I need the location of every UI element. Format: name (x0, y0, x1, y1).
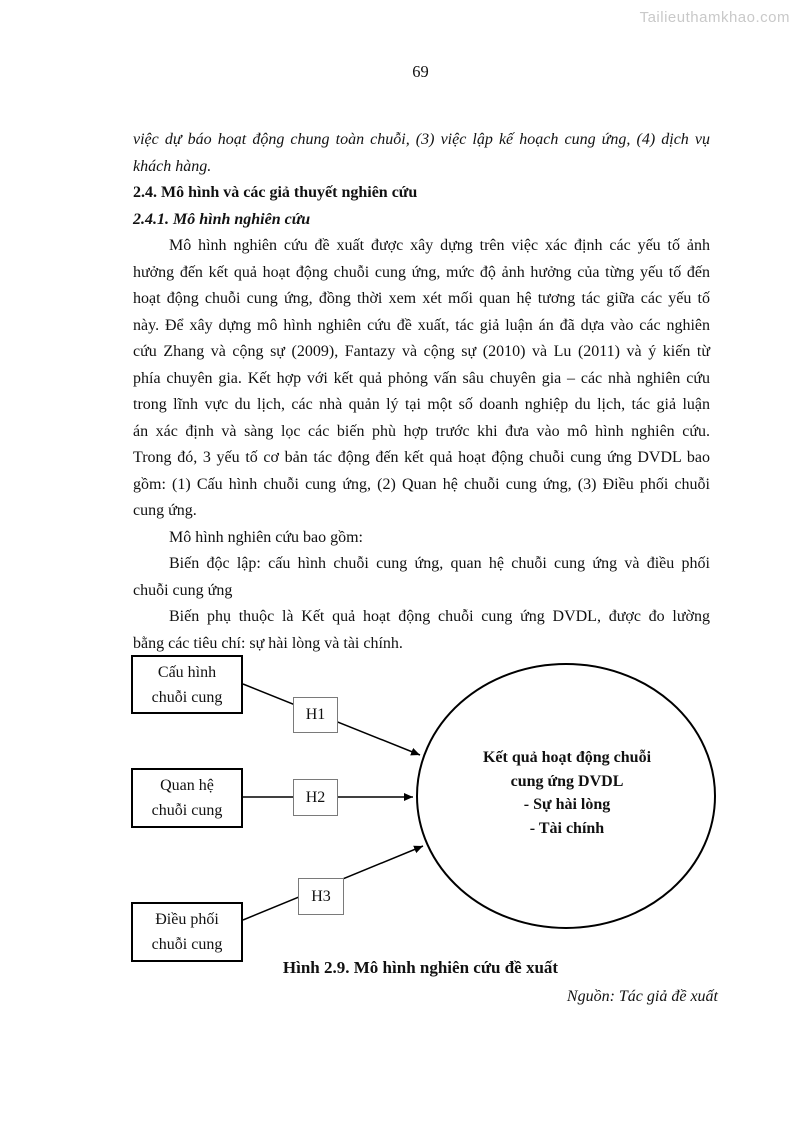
figure-caption: Hình 2.9. Mô hình nghiên cứu đề xuất (282, 958, 559, 977)
text-line: Biến phụ thuộc là Kết quả hoạt động chuỗ… (169, 608, 710, 625)
hypothesis-h2: H2 (293, 779, 338, 816)
text-line: Mô hình nghiên cứu đề xuất được xây dựng… (169, 237, 710, 254)
outcome-label: Kết quả hoạt động chuỗi cung ứng DVDL - … (433, 746, 701, 840)
outcome-ellipse (416, 663, 716, 929)
text-line: khách hàng. (133, 157, 212, 175)
outcome-label-line: - Sự hài lòng (523, 796, 611, 813)
text-line: cung ứng. (133, 502, 197, 519)
box-label: chuỗi cung (151, 936, 223, 953)
text-line: này. Để xây dựng mô hình nghiên cứu đề x… (133, 316, 710, 334)
box-label: Cấu hình (157, 663, 217, 681)
figure-source: Nguồn: Tác giả đề xuất (566, 988, 718, 1005)
box-label: chuỗi cung (151, 688, 223, 706)
text-line: bằng các tiêu chí: sự hài lòng và tài ch… (133, 634, 403, 652)
watermark: Tailieuthamkhao.com (639, 9, 790, 26)
box-supply-chain-relationship: Quan hệ chuỗi cung (131, 768, 243, 828)
box-label: Quan hệ (160, 777, 214, 794)
text-line: việc dự báo hoạt động chung toàn chuỗi, … (133, 131, 710, 148)
box-label: Điều phối (155, 911, 219, 928)
box-label: chuỗi cung (151, 802, 223, 819)
outcome-label-line: cung ứng DVDL (510, 772, 624, 790)
text-line: chuỗi cung ứng (133, 581, 233, 599)
text-line: gồm: (1) Cấu hình chuỗi cung ứng, (2) Qu… (133, 475, 710, 493)
text-line: Mô hình nghiên cứu bao gồm: (169, 528, 363, 546)
hypothesis-h1: H1 (293, 697, 338, 733)
text-line: hưởng đến kết quả hoạt động chuỗi cung ứ… (133, 263, 710, 281)
text-line: trong lĩnh vực du lịch, các nhà quản lý … (133, 396, 710, 413)
subsection-heading: 2.4.1. Mô hình nghiên cứu (133, 210, 311, 228)
text-line: Biến độc lập: cấu hình chuỗi cung ứng, q… (169, 555, 710, 572)
text-line: án xác định và sàng lọc các biến phù hợp… (133, 422, 710, 440)
outcome-label-line: - Tài chính (529, 819, 605, 837)
section-heading: 2.4. Mô hình và các giả thuyết nghiên cứ… (133, 184, 418, 201)
body-text: việc dự báo hoạt động chung toàn chuỗi, … (133, 127, 710, 657)
text-line: Trong đó, 3 yếu tố cơ bản tác động đến k… (133, 449, 710, 466)
box-supply-chain-configuration: Cấu hình chuỗi cung (131, 655, 243, 714)
text-line: hoạt động chuỗi cung ứng, đồng thời xem … (133, 290, 710, 307)
box-supply-chain-coordination: Điều phối chuỗi cung (131, 902, 243, 962)
text-line: cứu Zhang và cộng sự (2009), Fantazy và … (133, 343, 710, 360)
text-line: phía chuyên gia. Kết hợp với kết quả phỏ… (133, 369, 710, 387)
hypothesis-h3: H3 (298, 878, 344, 915)
page-number: 69 (412, 62, 429, 81)
outcome-label-line: Kết quả hoạt động chuỗi (482, 749, 652, 766)
